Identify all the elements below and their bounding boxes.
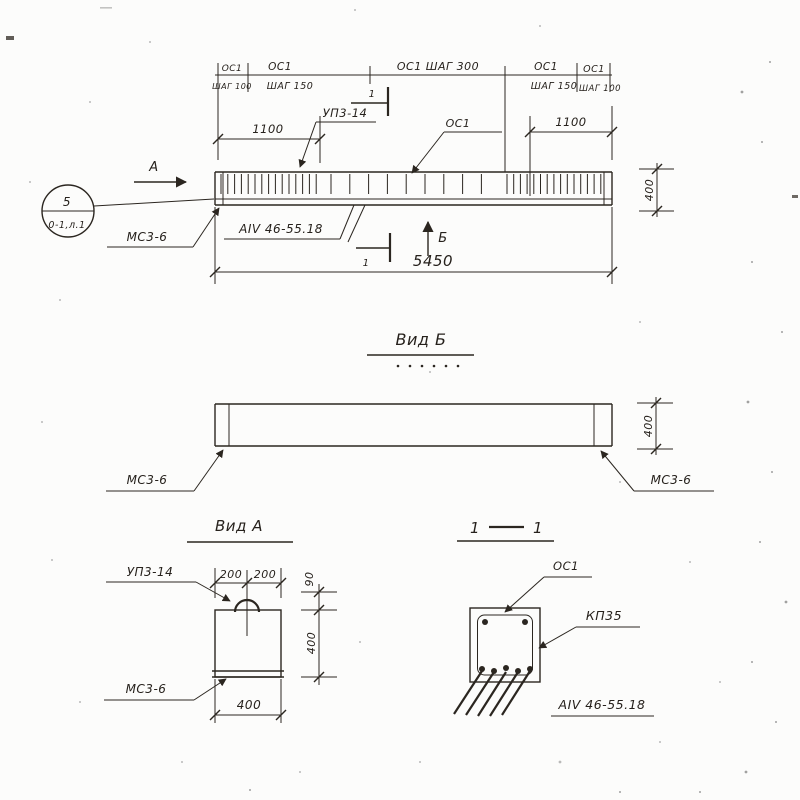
rebar-section-label: АIV 46-55.18 <box>558 697 646 712</box>
balloon-bottom-value: 0-1,л.1 <box>48 220 85 231</box>
step-right-label: ШАГ 150 <box>531 81 578 92</box>
os1-callout-section: ОС1 <box>504 559 592 613</box>
rebar-dots <box>479 619 533 674</box>
os1-right-label: ОС1 <box>534 61 558 73</box>
ms3-6-callout-elevation: МС3-6 <box>107 207 220 248</box>
step-left-end-label: ШАГ 100 <box>212 82 252 91</box>
balloon-top-value: 5 <box>63 195 71 209</box>
up3-14-callout: УП3-14 <box>298 106 376 168</box>
rebar-callout-elevation: АIV 46-55.18 <box>224 204 366 243</box>
os1-mid-label: ОС1 ШАГ 300 <box>397 60 479 73</box>
dim-5450: 5450 <box>209 207 618 284</box>
ms3-6-view-a-label: МС3-6 <box>126 682 167 696</box>
view-b: Вид Б 400 МС3-6 <box>106 330 714 492</box>
section-number-top: 1 <box>369 89 376 100</box>
view-a-letter: А <box>148 160 158 175</box>
up3-14-label: УП3-14 <box>323 106 368 120</box>
ms3-6-right-label: МС3-6 <box>651 473 692 487</box>
dim-5450-value: 5450 <box>413 252 453 270</box>
section-title-left: 1 <box>470 519 480 537</box>
view-a-title: Вид А <box>215 517 263 535</box>
kp35-label: КП35 <box>586 608 622 623</box>
dim-400-elevation: 400 <box>639 163 674 217</box>
dim-200-right-value: 200 <box>254 568 277 581</box>
view-b-arrow: Б <box>422 220 447 256</box>
section-1-1: 1 1 ОС1 КП35 <box>453 519 654 717</box>
up3-14-callout-view-a: УП3-14 <box>106 565 231 602</box>
kp35-callout: КП35 <box>538 608 640 649</box>
ms3-6-callout-view-b-left: МС3-6 <box>106 449 224 492</box>
view-b-letter: Б <box>438 231 447 246</box>
ms3-6-left-label: МС3-6 <box>127 473 168 487</box>
view-b-title: Вид Б <box>396 330 447 349</box>
dim-400-elevation-value: 400 <box>643 179 656 202</box>
view-a: Вид А 200 200 <box>104 517 337 723</box>
dim-400-view-a-v-value: 400 <box>305 632 318 655</box>
view-a-title-group: Вид А <box>187 517 293 543</box>
dim-1100-right-value: 1100 <box>555 115 586 129</box>
rebar-label: АIV 46-55.18 <box>238 222 323 236</box>
dim-1100-right: 1100 <box>524 106 618 196</box>
view-b-title-group: Вид Б <box>367 330 474 368</box>
section-title-group: 1 1 <box>457 519 554 542</box>
dim-90-value: 90 <box>303 572 316 587</box>
section-title-right: 1 <box>533 519 543 537</box>
ms3-6-callout-view-a: МС3-6 <box>104 678 227 701</box>
dim-1100-left-value: 1100 <box>252 122 283 136</box>
lifting-loop <box>233 570 261 636</box>
step-left-label: ШАГ 150 <box>267 81 314 92</box>
bottom-rebar-lines <box>453 670 531 717</box>
os1-callout: ОС1 <box>411 117 502 174</box>
section-number-bottom: 1 <box>363 258 370 269</box>
up3-14-view-a-label: УП3-14 <box>127 565 174 579</box>
stirrup-bars <box>220 174 602 194</box>
os1-left-end-label: ОС1 <box>222 64 243 74</box>
section-mark-bottom: 1 <box>356 233 392 269</box>
os1-left-label: ОС1 <box>268 61 292 73</box>
beam-elevation-outline <box>214 171 613 206</box>
view-a-arrow: А <box>134 160 188 188</box>
position-balloon: 5 0-1,л.1 <box>41 184 215 238</box>
dim-200-left-value: 200 <box>220 568 243 581</box>
ms3-6-label: МС3-6 <box>127 230 168 244</box>
os1-leader-label: ОС1 <box>446 117 471 130</box>
dim-400-view-a-h-value: 400 <box>237 698 261 712</box>
dim-400-view-b-value: 400 <box>642 415 655 438</box>
os1-section-label: ОС1 <box>553 559 579 573</box>
stirrup-spacing-dimension: ОС1 ОС1 ОС1 ШАГ 300 ОС1 ОС1 ШАГ 100 ШАГ … <box>212 60 621 172</box>
dim-90: 90 <box>301 572 337 618</box>
beam-side-outline <box>214 403 613 447</box>
end-face-outline <box>212 609 284 678</box>
dim-200-200: 200 200 <box>209 568 287 598</box>
dim-400-view-a-bottom: 400 <box>209 679 287 723</box>
os1-right-end-label: ОС1 <box>583 64 605 75</box>
rebar-callout-section: АIV 46-55.18 <box>551 697 654 717</box>
dim-400-view-a-vertical: 400 <box>301 618 337 685</box>
dim-400-view-b: 400 <box>637 397 673 455</box>
ms3-6-callout-view-b-right: МС3-6 <box>600 450 714 492</box>
scan-noise <box>6 7 798 793</box>
dim-1100-left: 1100 <box>212 92 326 163</box>
elevation-view: ОС1 ОС1 ОС1 ШАГ 300 ОС1 ОС1 ШАГ 100 ШАГ … <box>41 60 674 284</box>
section-mark-top: 1 <box>351 87 390 116</box>
step-right-end-label: ШАГ 100 <box>579 84 621 94</box>
